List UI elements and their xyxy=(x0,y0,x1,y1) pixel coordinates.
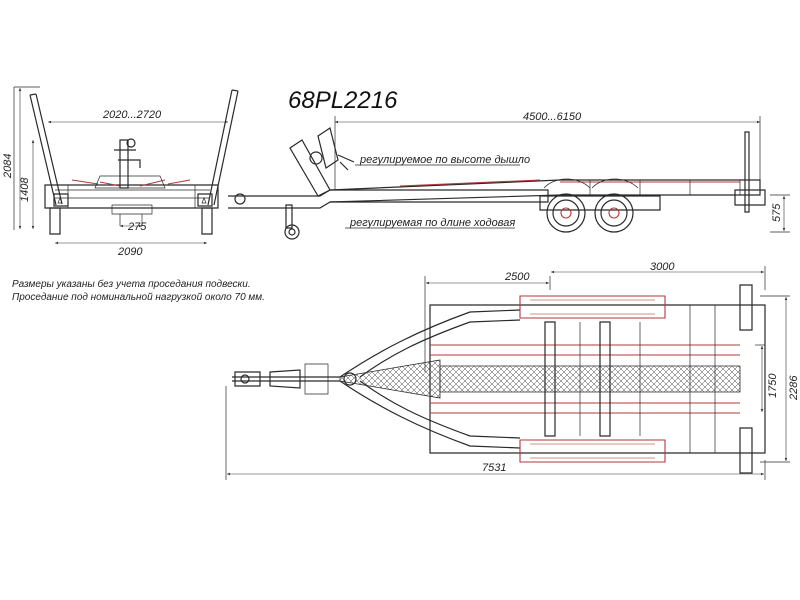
dim-track: 2090 xyxy=(117,246,143,258)
dim-3000: 3000 xyxy=(650,261,675,273)
dim-total-width: 2286 xyxy=(788,375,800,401)
front-view: 2084 1408 2020...2720 275 2090 xyxy=(2,86,239,258)
dim-axle-offset: 275 xyxy=(127,221,147,233)
plan-view: 2500 3000 1750 2286 7531 xyxy=(225,261,800,480)
note-line-2: Проседание под номинальной нагрузкой око… xyxy=(12,292,265,303)
note-line-1: Размеры указаны без учета проседания под… xyxy=(12,278,251,290)
dim-2500: 2500 xyxy=(504,271,530,283)
notes: Размеры указаны без учета проседания под… xyxy=(12,278,265,303)
dim-bed-length: 4500...6150 xyxy=(523,111,582,123)
dim-total-height: 2084 xyxy=(2,154,14,179)
note-length: регулируемая по длине ходовая xyxy=(349,217,515,229)
dim-inner-width: 1750 xyxy=(767,373,779,398)
dim-width-range: 2020...2720 xyxy=(102,109,162,121)
dim-ground-height: 575 xyxy=(771,203,783,222)
dim-total-length: 7531 xyxy=(482,462,506,474)
note-height: регулируемое по высоте дышло xyxy=(359,154,530,166)
side-view: 4500...6150 регулируемое по высоте дышло… xyxy=(228,111,790,240)
dim-frame-height: 1408 xyxy=(19,177,31,202)
model-title: 68PL2216 xyxy=(288,87,398,114)
